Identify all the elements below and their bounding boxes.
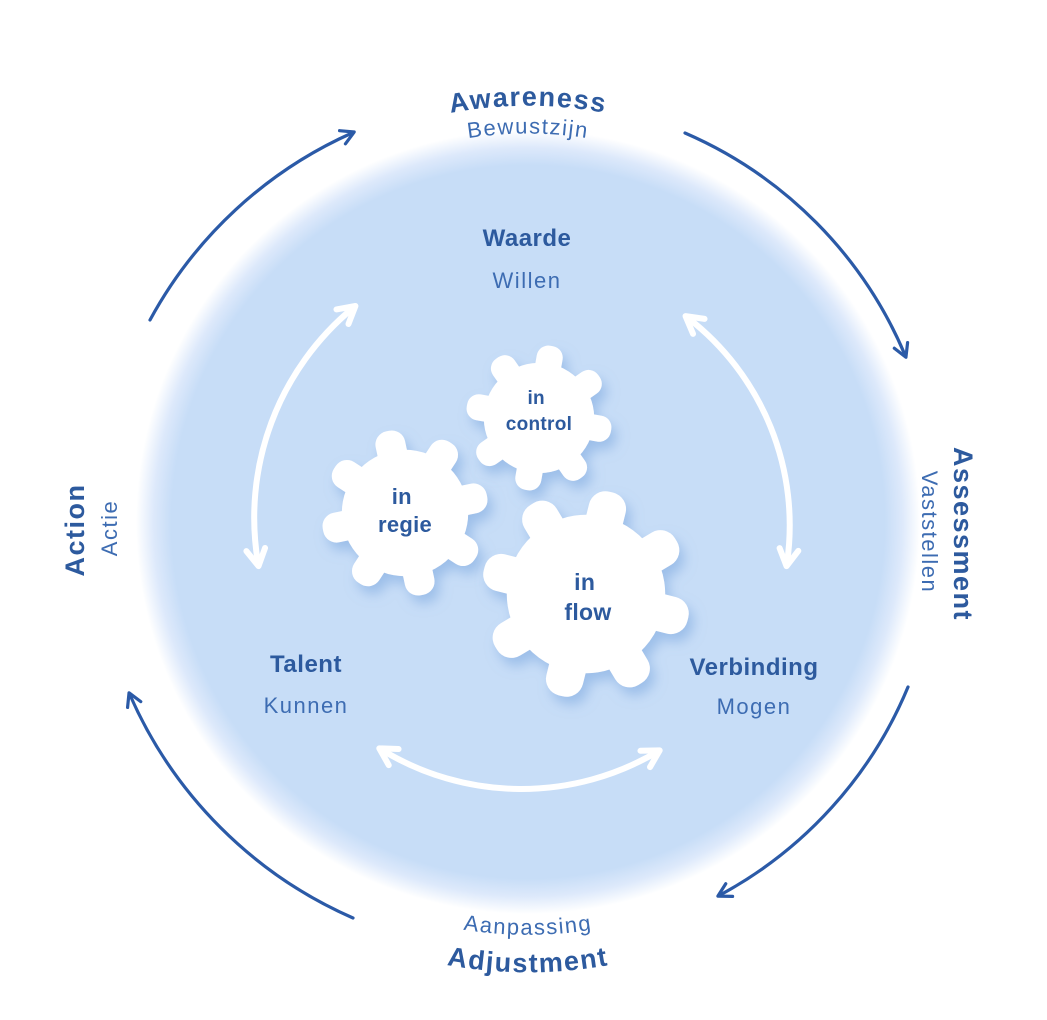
factor-talent-label: Talent [270,651,342,678]
inner-arrow-verbinding-talent-icon [376,745,663,792]
stage-action-subtitle: Actie [97,500,122,556]
stage-assessment-subtitle: Vaststellen [917,471,942,593]
gear-in-control-caption: in control [506,388,573,435]
stage-action-title: Action [60,484,90,577]
gear-in-regie-caption: in regie [378,484,432,537]
stage-assessment-title: Assessment [948,447,978,621]
stage-adjustment-title: Adjustment [446,941,611,978]
factor-waarde-label: Waarde [483,225,572,252]
gear-in-flow-caption: in flow [564,569,611,625]
outer-arrow-awareness-to-assessment-icon [683,131,910,359]
outer-arrow-adjustment-to-action-icon [125,691,355,920]
factor-verbinding-label: Verbinding [689,654,818,681]
stage-adjustment-subtitle: Aanpassing [463,910,594,940]
inner-arrow-waarde-verbinding-icon [682,313,802,570]
factor-talent-sublabel: Kunnen [264,693,349,718]
outer-arrow-action-to-awareness-icon [148,129,356,322]
factor-verbinding-sublabel: Mogen [717,694,792,719]
inner-arrow-talent-waarde-icon [243,303,359,570]
stage-awareness-title: Awareness [447,82,610,119]
stage-awareness-subtitle: Bewustzijn [465,113,590,143]
factor-waarde-sublabel: Willen [493,268,562,293]
outer-arrow-assessment-to-adjustment-icon [716,685,910,899]
